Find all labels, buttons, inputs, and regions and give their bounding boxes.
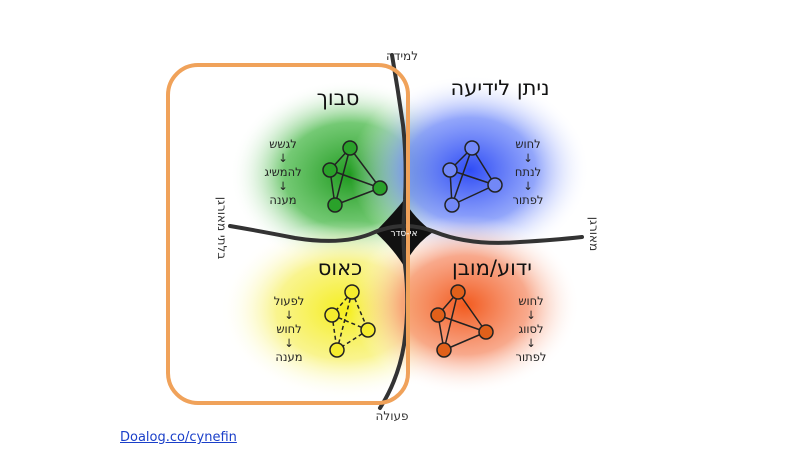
obvious-step-1: לחוש (518, 294, 543, 308)
horizontal-boundary (228, 224, 584, 245)
complex-chaos-highlight (166, 63, 410, 405)
obvious-step-3: לפתור (516, 350, 547, 364)
complicated-network-icon (442, 140, 503, 213)
complex-arrow-2: ↓ (278, 179, 288, 193)
complex-title: סבוך (317, 86, 360, 110)
complicated-arrow-2: ↓ (523, 179, 533, 193)
complicated-arrow-1: ↓ (523, 151, 533, 165)
vertical-boundary (378, 53, 410, 410)
axis-bottom-label: פעולה (376, 409, 409, 423)
chaotic-step-2: לחוש (276, 322, 301, 336)
complicated-step-1: לחוש (515, 137, 540, 151)
chaotic-step-1: לפעול (274, 294, 305, 308)
chaotic-step-3: מענה (275, 350, 302, 364)
obvious-title: ידוע/מובן (452, 256, 532, 280)
chaotic-title: כאוס (318, 256, 363, 280)
obvious-arrow-1: ↓ (526, 308, 536, 322)
complex-step-1: לגשש (269, 137, 297, 151)
complicated-step-3: לפתור (513, 193, 544, 207)
obvious-network-icon (430, 284, 494, 358)
axis-right-label: מאורגן (587, 217, 601, 251)
complicated-steps: לחוש ↓ לנתח ↓ לפתור (513, 137, 544, 207)
complex-network-icon (322, 140, 388, 213)
chaotic-steps: לפעול ↓ לחוש ↓ מענה (274, 294, 305, 364)
complex-arrow-1: ↓ (278, 151, 288, 165)
complicated-step-2: לנתח (515, 165, 541, 179)
complicated-title: ניתן לידיעה (451, 76, 550, 100)
axis-left-label: בלתי מאורגן (215, 197, 229, 260)
complex-step-2: להמשיג (264, 165, 301, 179)
complex-steps: לגשש ↓ להמשיג ↓ מענה (264, 137, 301, 207)
obvious-arrow-2: ↓ (526, 336, 536, 350)
complex-step-3: מענה (269, 193, 296, 207)
chaotic-network-icon (324, 284, 376, 358)
cynefin-link[interactable]: Doalog.co/cynefin (120, 430, 237, 445)
chaotic-arrow-1: ↓ (284, 308, 294, 322)
axis-top-label: למידה (386, 49, 418, 63)
disorder-label: אי-סדר (390, 229, 417, 239)
obvious-step-2: לסווג (518, 322, 543, 336)
obvious-steps: לחוש ↓ לסווג ↓ לפתור (516, 294, 547, 364)
chaotic-arrow-2: ↓ (284, 336, 294, 350)
